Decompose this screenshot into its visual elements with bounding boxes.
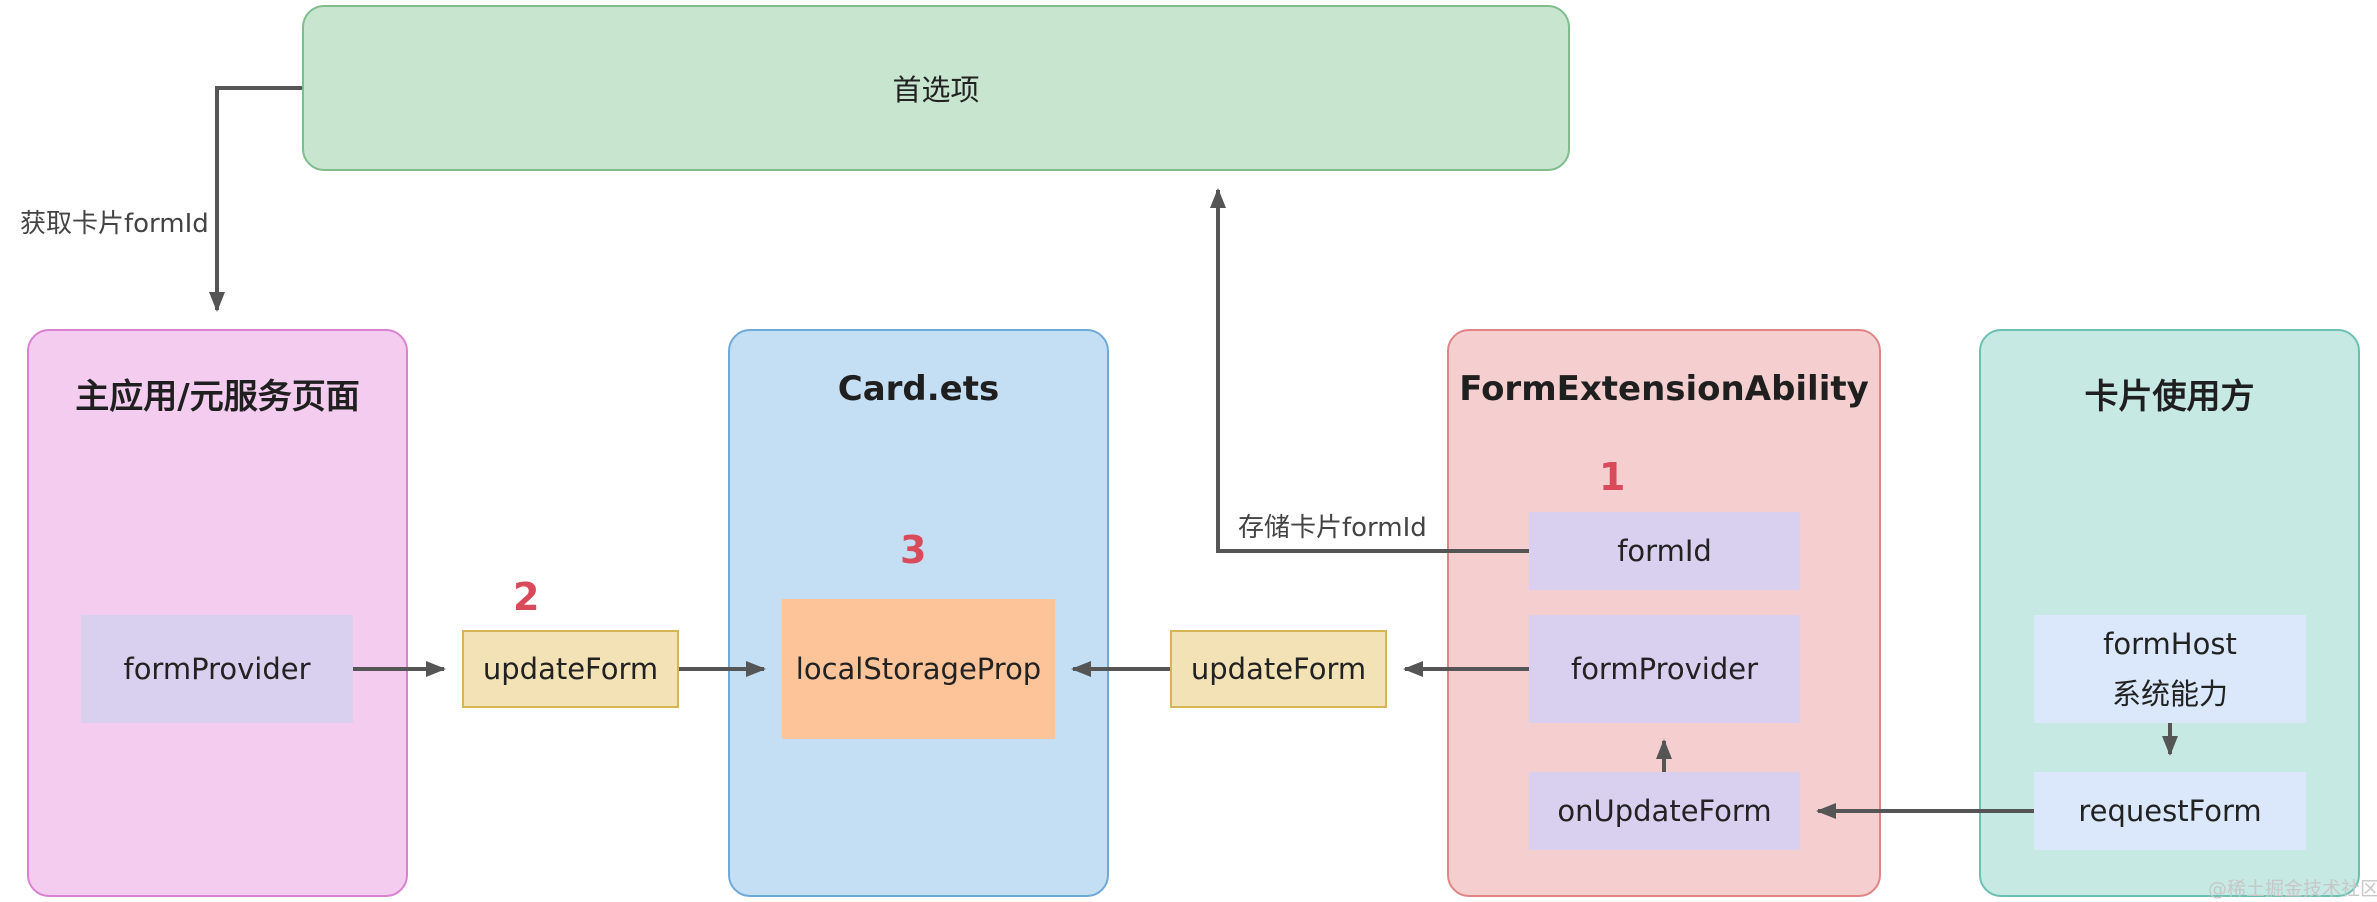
request-form-node: requestForm (2034, 772, 2306, 850)
update-form-connector-right: updateForm (1170, 630, 1387, 708)
request-form-label: requestForm (2078, 794, 2262, 828)
get-form-id-label: 获取卡片formId (20, 209, 209, 239)
arrow-store-form-id (1210, 188, 1529, 553)
form-host-label: formHost (2103, 627, 2237, 661)
group-form-extension-ability: FormExtensionAbility (1447, 329, 1881, 897)
local-storage-prop-label: localStorageProp (795, 652, 1042, 686)
step-number-1: 1 (1599, 455, 1626, 499)
update-form-left-label: updateForm (482, 652, 659, 686)
on-update-form-label: onUpdateForm (1557, 794, 1772, 828)
fea-form-provider-label: formProvider (1570, 652, 1758, 686)
step-number-3: 3 (900, 528, 927, 572)
group-card-ets-title: Card.ets (837, 369, 1000, 409)
main-form-provider-node: formProvider (81, 615, 353, 723)
group-form-extension-title: FormExtensionAbility (1459, 369, 1869, 409)
local-storage-prop-node: localStorageProp (782, 599, 1055, 739)
fea-form-provider-node: formProvider (1529, 615, 1800, 723)
step-number-2: 2 (513, 575, 540, 619)
form-id-node: formId (1529, 512, 1800, 590)
store-form-id-label: 存储卡片formId (1238, 513, 1427, 543)
form-host-node: formHost 系统能力 (2034, 615, 2306, 723)
main-form-provider-label: formProvider (123, 652, 311, 686)
preferences-store: 首选项 (302, 5, 1570, 171)
group-card-consumer-title: 卡片使用方 (2084, 377, 2255, 417)
group-main-app: 主应用/元服务页面 (27, 329, 408, 897)
arrow-get-form-id (209, 86, 302, 312)
on-update-form-node: onUpdateForm (1529, 772, 1800, 850)
system-capability-label: 系统能力 (2111, 677, 2228, 711)
form-id-label: formId (1617, 534, 1712, 568)
group-main-app-title: 主应用/元服务页面 (75, 377, 360, 417)
preferences-label: 首选项 (892, 73, 980, 107)
update-form-right-label: updateForm (1190, 652, 1367, 686)
watermark: @稀土掘金技术社区 (2208, 878, 2377, 900)
update-form-connector-left: updateForm (462, 630, 679, 708)
